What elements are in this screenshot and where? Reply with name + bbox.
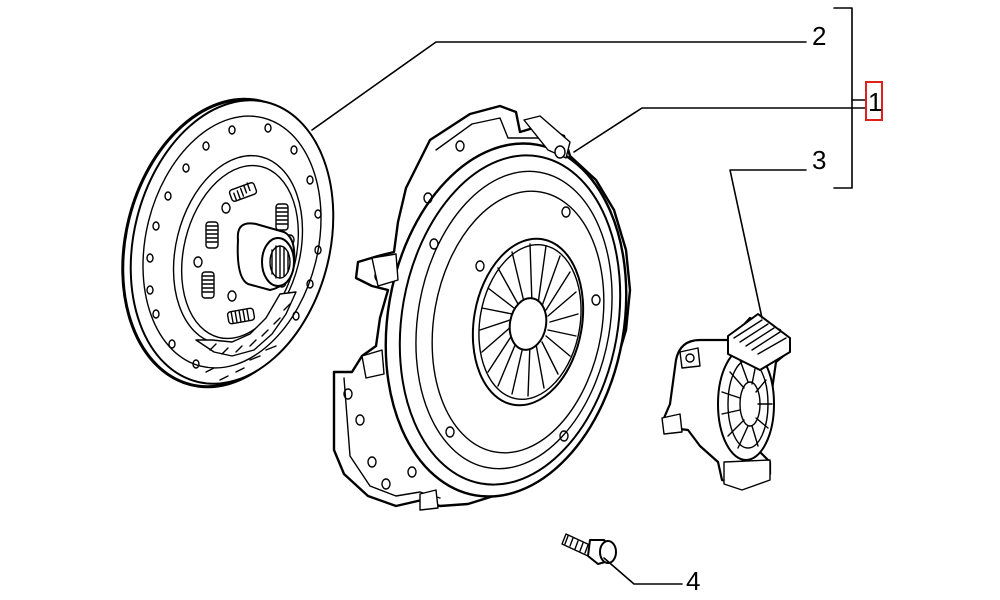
part-label-1[interactable]: 1 [868, 87, 882, 117]
part-label-2[interactable]: 2 [812, 21, 826, 51]
bolt-drawing[interactable] [561, 533, 617, 565]
release-bearing-drawing[interactable] [661, 313, 791, 491]
part-label-4[interactable]: 4 [686, 566, 700, 596]
pressure-plate-drawing[interactable] [332, 104, 653, 516]
clutch-disc-drawing[interactable] [94, 77, 362, 409]
leader-lines [311, 7, 867, 585]
part-label-1-highlight [865, 81, 883, 121]
part-label-3[interactable]: 3 [812, 145, 826, 175]
